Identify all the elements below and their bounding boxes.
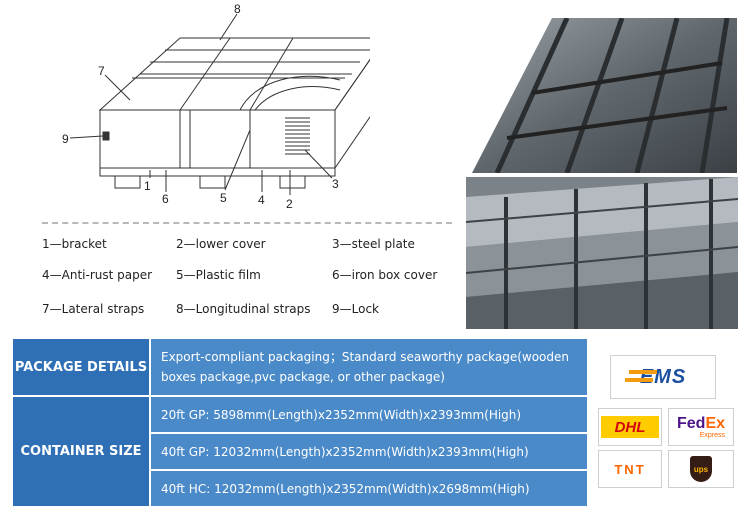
ems-logo-text: EMS (639, 365, 687, 388)
tnt-logo: TNT (598, 450, 662, 488)
diagram-number-7: 7 (98, 64, 105, 78)
diagram-number-5: 5 (220, 191, 227, 205)
ems-logo: EMS (610, 355, 716, 399)
fedex-logo-sub: Express (699, 431, 725, 439)
diagram-number-6: 6 (162, 192, 169, 206)
fedex-logo: FedEx Express (668, 408, 734, 446)
diagram-number-8: 8 (234, 2, 241, 16)
ups-logo-text: ups (693, 464, 709, 474)
container-row: 40ft GP: 12032mm(Length)x2352mm(Width)x2… (150, 433, 588, 470)
legend-item: 6—iron box cover (332, 268, 438, 282)
package-details-text: Export-compliant packaging；Standard seaw… (150, 338, 588, 396)
ups-logo: ups (668, 450, 734, 488)
legend-item: 9—Lock (332, 302, 379, 316)
legend-item: 3—steel plate (332, 237, 415, 251)
container-size-header: CONTAINER SIZE (12, 396, 150, 507)
container-row: 40ft HC: 12032mm(Length)x2352mm(Width)x2… (150, 470, 588, 507)
diagram-number-3: 3 (332, 177, 339, 191)
fedex-logo-fed: Fed (676, 414, 706, 432)
divider (42, 222, 452, 224)
tnt-logo-text: TNT (614, 461, 646, 477)
dhl-logo: DHL (598, 408, 662, 446)
legend-item: 1—bracket (42, 237, 107, 251)
steel-sheet-photo (472, 18, 737, 173)
legend-item: 5—Plastic film (176, 268, 261, 282)
legend-item: 7—Lateral straps (42, 302, 145, 316)
legend-item: 8—Longitudinal straps (176, 302, 311, 316)
box-front-face (99, 109, 336, 169)
diagram-number-4: 4 (258, 193, 265, 207)
diagram-number-2: 2 (286, 197, 293, 211)
diagram-number-9: 9 (62, 132, 69, 146)
package-details-header: PACKAGE DETAILS (12, 338, 150, 396)
packaging-diagram: 8 7 9 1 6 5 4 2 3 (62, 2, 370, 211)
diagram-number-1: 1 (144, 179, 151, 193)
steel-stack-photo (466, 177, 738, 329)
box-side-face (334, 58, 370, 170)
legend-item: 4—Anti-rust paper (42, 268, 153, 282)
dhl-logo-text: DHL (614, 418, 646, 436)
legend-item: 2—lower cover (176, 237, 266, 251)
container-row: 20ft GP: 5898mm(Length)x2352mm(Width)x23… (150, 396, 588, 433)
fedex-logo-ex: Ex (705, 414, 726, 432)
